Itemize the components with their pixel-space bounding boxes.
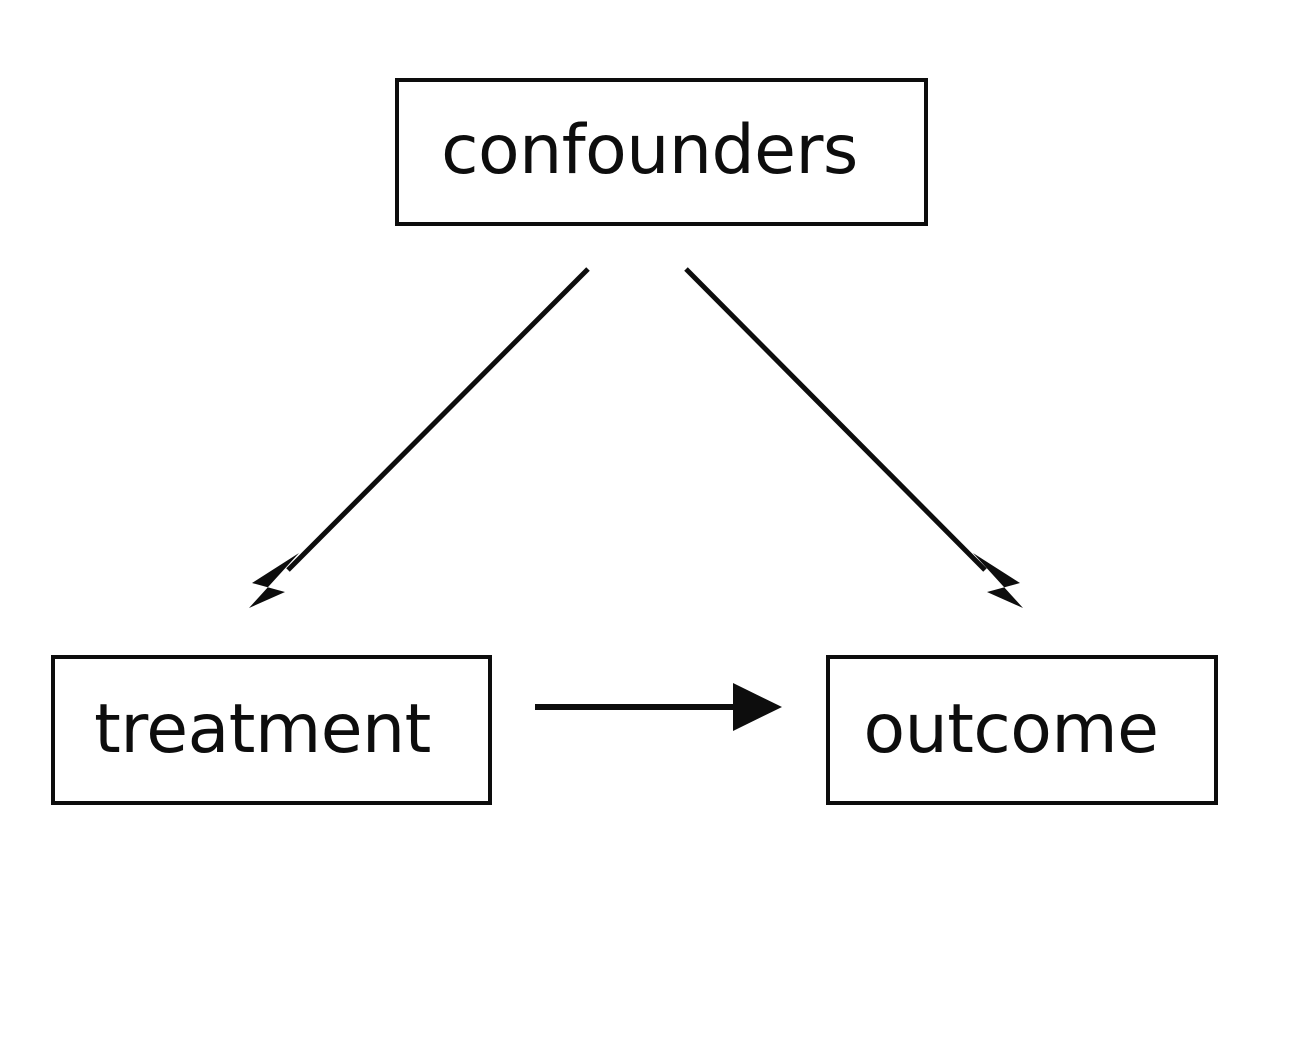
node-outcome[interactable]: outcome [826, 655, 1218, 805]
arrowhead-icon [733, 683, 782, 731]
node-confounders-label: confounders [441, 111, 858, 190]
arrowhead-icon [973, 553, 1023, 608]
edge-confounders-to-treatment [249, 267, 590, 608]
edge-line [286, 267, 590, 572]
node-treatment[interactable]: treatment [51, 655, 492, 805]
edge-confounders-to-outcome [684, 267, 1023, 608]
edge-line [684, 267, 987, 572]
node-treatment-label: treatment [94, 690, 431, 769]
node-outcome-label: outcome [863, 690, 1159, 769]
edge-treatment-to-outcome [535, 683, 782, 731]
node-confounders[interactable]: confounders [395, 78, 928, 226]
arrowhead-icon [249, 553, 299, 608]
